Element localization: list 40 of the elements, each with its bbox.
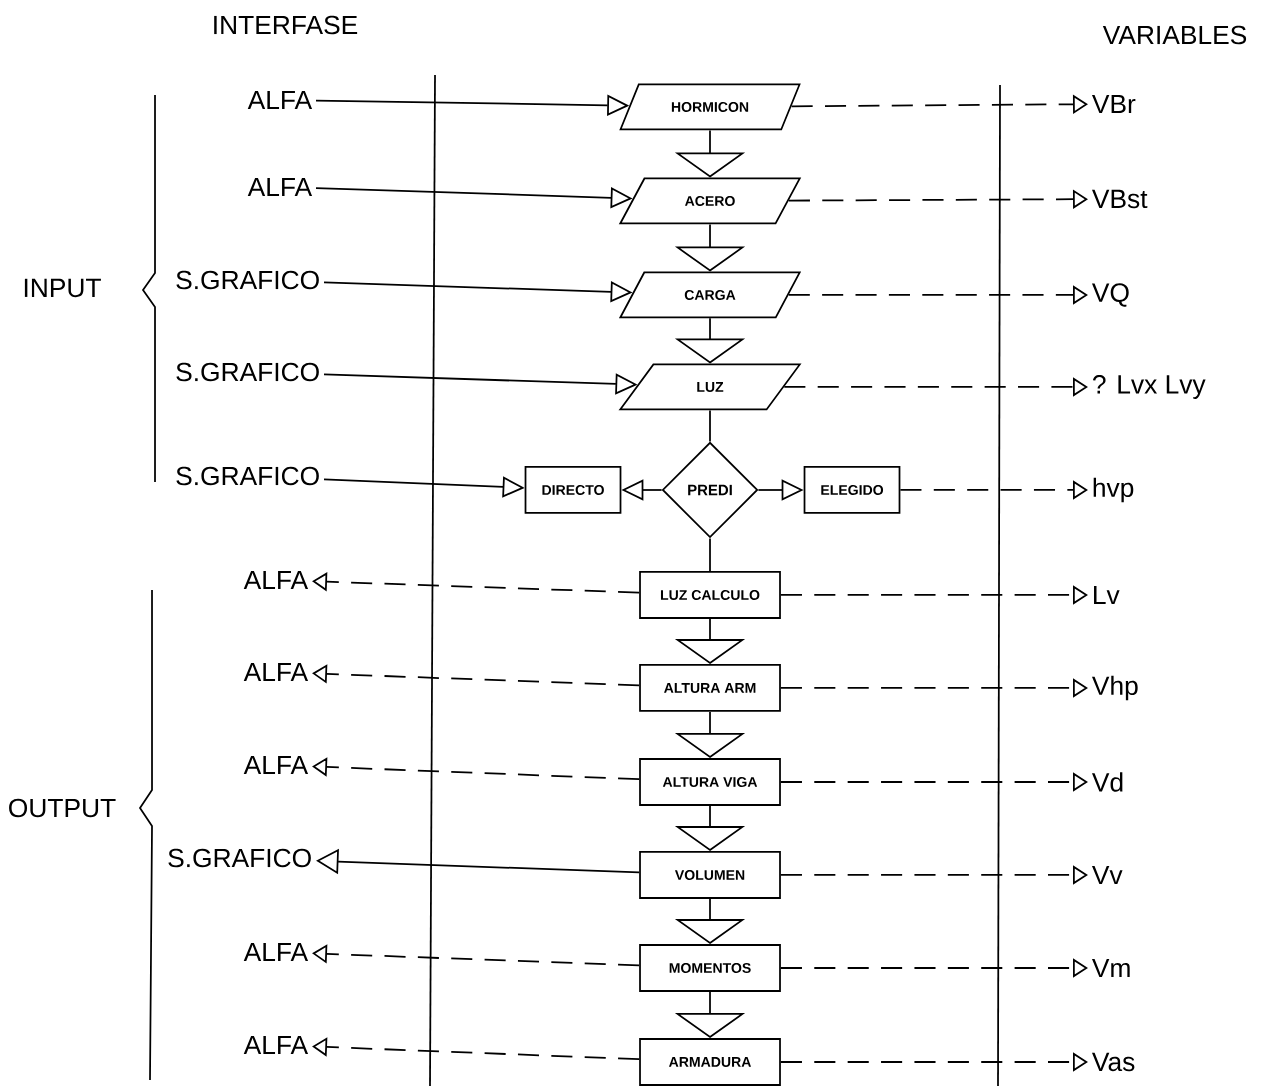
- process-box: LUZ CALCULO: [639, 571, 781, 619]
- interface-label: ALFA: [247, 177, 313, 197]
- arrow: [790, 94, 1088, 114]
- variable-label: Vv: [1092, 865, 1123, 885]
- interface-label: ALFA: [243, 942, 309, 962]
- section-label: INTERFASE: [214, 15, 358, 35]
- process-box: DIRECTO: [524, 466, 622, 514]
- section-label: OUTPUT: [9, 798, 116, 818]
- variable-label: Vhp: [1092, 675, 1138, 701]
- process-box: ELEGIDO: [803, 466, 901, 514]
- arrow: [312, 944, 640, 967]
- variable-label: VBr: [1092, 94, 1136, 114]
- interface-label: S.GRAFICO: [176, 362, 319, 382]
- variable-label: Vm: [1092, 958, 1130, 978]
- interface-label: ALFA: [243, 662, 309, 682]
- interface-label: ALFA: [243, 1035, 309, 1055]
- process-box: VOLUMEN: [639, 851, 781, 899]
- section-label: INPUT: [24, 278, 101, 298]
- interface-label: S.GRAFICO: [176, 270, 319, 290]
- process-box: MOMENTOS: [639, 944, 781, 992]
- variable-label: ? Lvx Lvy: [1092, 375, 1206, 399]
- arrow: [312, 664, 640, 687]
- interface-label: ALFA: [243, 570, 309, 590]
- interface-label: S.GRAFICO: [168, 848, 311, 868]
- input-parallelogram: HORMICON: [619, 83, 801, 131]
- section-label: VARIABLES: [1102, 25, 1247, 45]
- arrow: [788, 189, 1088, 209]
- interface-label: S.GRAFICO: [176, 466, 319, 486]
- process-box: ARMADURA: [639, 1038, 781, 1086]
- variable-label: Vas: [1092, 1052, 1135, 1072]
- interface-label: ALFA: [247, 90, 313, 110]
- process-box: ALTURA VIGA: [639, 758, 781, 806]
- interface-label: ALFA: [243, 755, 309, 775]
- variable-label: VBst: [1092, 189, 1148, 209]
- variable-label: Vd: [1092, 772, 1123, 792]
- variable-label: Lv: [1094, 585, 1120, 605]
- variable-label: VQ: [1092, 283, 1129, 307]
- process-box: ALTURA ARM: [639, 664, 781, 712]
- arrow: [312, 572, 640, 594]
- variable-label: hvp: [1093, 477, 1134, 503]
